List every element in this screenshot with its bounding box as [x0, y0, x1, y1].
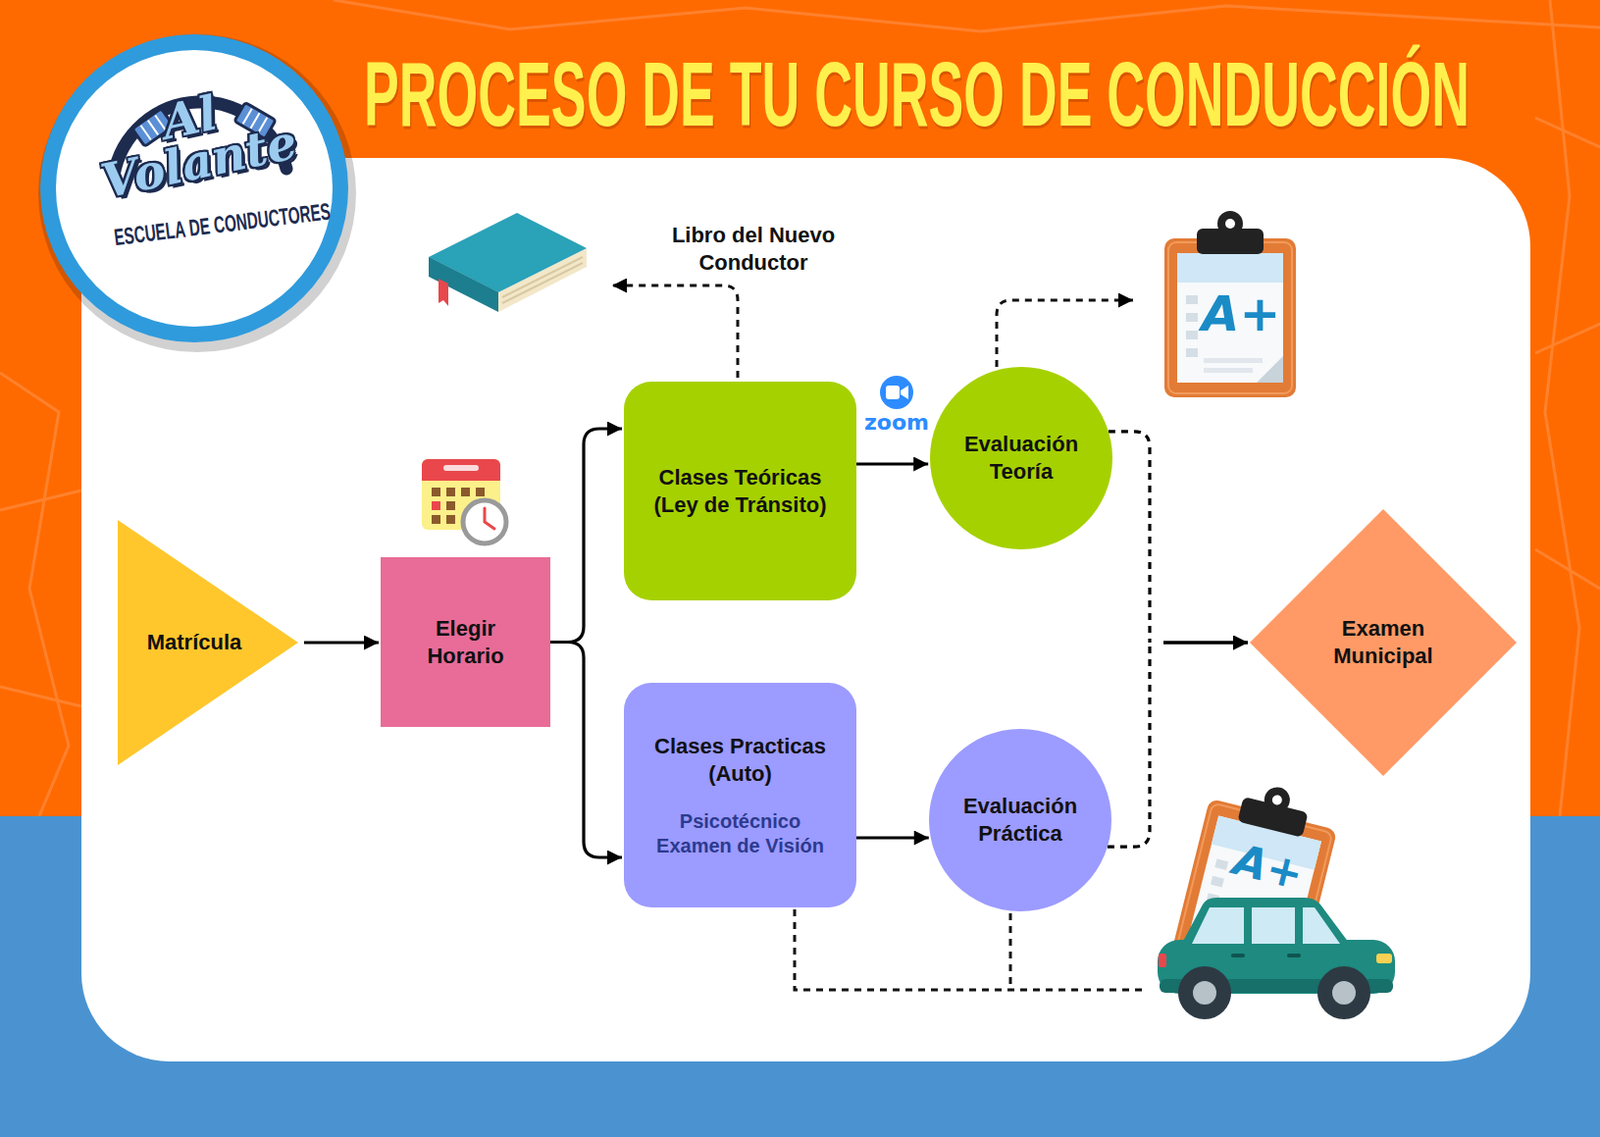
logo — [40, 34, 349, 343]
node-label: Clases Teóricas (Ley de Tránsito) — [634, 464, 846, 519]
evaluation-circle: Evaluación Teoría — [929, 366, 1113, 550]
node-label: Elegir Horario — [407, 615, 525, 671]
map-texture — [0, 372, 69, 817]
zoom-icon — [879, 375, 914, 410]
car-icon — [1191, 907, 1244, 944]
calendar-icon — [421, 459, 507, 544]
zoom-label: zoom — [855, 410, 938, 436]
car-icon — [1180, 897, 1352, 947]
calendar-icon — [475, 487, 485, 497]
dashed-leader — [996, 300, 1134, 367]
shape-fill — [1249, 509, 1517, 776]
evaluation-circle: Evaluación Práctica — [929, 728, 1112, 912]
car-icon — [1332, 980, 1356, 1005]
calendar-icon — [443, 464, 479, 471]
book-icon — [438, 278, 449, 307]
connector-line — [856, 835, 930, 839]
car-icon — [1158, 953, 1167, 968]
map-texture — [1535, 323, 1600, 354]
calendar-icon — [421, 470, 501, 481]
calendar-icon — [484, 508, 495, 529]
map-texture — [0, 490, 82, 511]
connector-line — [304, 640, 379, 644]
calendar-icon — [431, 501, 441, 511]
logo — [38, 34, 357, 353]
node-label: Evaluación Teoría — [952, 430, 1090, 486]
logo — [55, 50, 333, 327]
start-triangle: Matrícula — [117, 519, 299, 766]
map-texture — [1545, 0, 1580, 817]
shape-fill — [117, 519, 299, 766]
car-icon — [1287, 953, 1301, 958]
connector-line — [1163, 640, 1248, 644]
dashed-leader — [794, 909, 1143, 990]
zoom-icon — [879, 375, 914, 410]
decision-diamond: Examen Municipal — [1249, 509, 1517, 776]
connector — [856, 837, 930, 839]
connector — [1107, 642, 1248, 847]
connector — [550, 642, 622, 859]
logo — [38, 34, 357, 353]
connector-line — [1108, 431, 1150, 643]
book-icon — [428, 212, 587, 293]
car-icon — [1157, 772, 1395, 1020]
zoom-icon — [885, 385, 900, 400]
book-icon — [428, 212, 587, 312]
calendar-icon — [446, 501, 456, 511]
calendar-icon — [431, 487, 441, 497]
grade-mark: A+ — [1191, 284, 1291, 344]
title-text: PROCESO DE TU CURSO DE CONDUCCIÓN — [363, 45, 1470, 144]
node-label: Evaluación Práctica — [951, 792, 1089, 848]
diamond-outline — [1249, 509, 1517, 776]
node-label: Clases Practicas (Auto) — [634, 732, 846, 788]
connector-line — [550, 428, 622, 643]
connector-line — [856, 462, 929, 465]
process-box: Clases Teóricas (Ley de Tránsito) — [623, 381, 857, 601]
map-texture — [333, 0, 1600, 32]
connector — [550, 428, 622, 643]
car-icon — [1178, 966, 1232, 1020]
clipboard-icon — [1164, 210, 1296, 398]
calendar-icon — [431, 515, 441, 524]
map-texture — [0, 686, 82, 707]
connector-line — [550, 642, 622, 859]
map-texture — [1535, 117, 1600, 148]
calendar-icon — [463, 500, 507, 544]
clipboard-icon — [1164, 210, 1296, 398]
car-icon — [1302, 907, 1341, 944]
node-label: Matrícula — [147, 628, 243, 657]
car-icon — [1317, 966, 1371, 1020]
calendar-icon — [446, 515, 456, 524]
calendar-icon — [446, 487, 456, 497]
node-label: Examen Municipal — [1314, 615, 1452, 671]
calendar-icon — [461, 487, 470, 497]
calendar-icon — [421, 459, 501, 481]
connector-line — [1107, 642, 1150, 847]
book-label: Libro del Nuevo Conductor — [637, 221, 870, 277]
connector — [856, 464, 929, 465]
process-box: Elegir Horario — [380, 557, 551, 727]
map-texture — [1535, 549, 1600, 589]
node-sublabel: Psicotécnico Examen de Visión — [644, 809, 836, 859]
zoom-icon — [900, 385, 909, 400]
connector-line — [1163, 640, 1248, 644]
process-box: Clases Practicas (Auto) Psicotécnico Exam… — [623, 682, 857, 908]
connector — [1108, 431, 1248, 643]
car-icon — [1251, 907, 1295, 944]
car-icon — [1192, 980, 1217, 1005]
dashed-leader — [1009, 913, 1013, 990]
car-icon — [1231, 953, 1245, 958]
car-icon — [1376, 953, 1393, 964]
dashed-leader — [612, 285, 738, 378]
dashed-leader — [612, 285, 1143, 990]
connector — [304, 642, 379, 644]
